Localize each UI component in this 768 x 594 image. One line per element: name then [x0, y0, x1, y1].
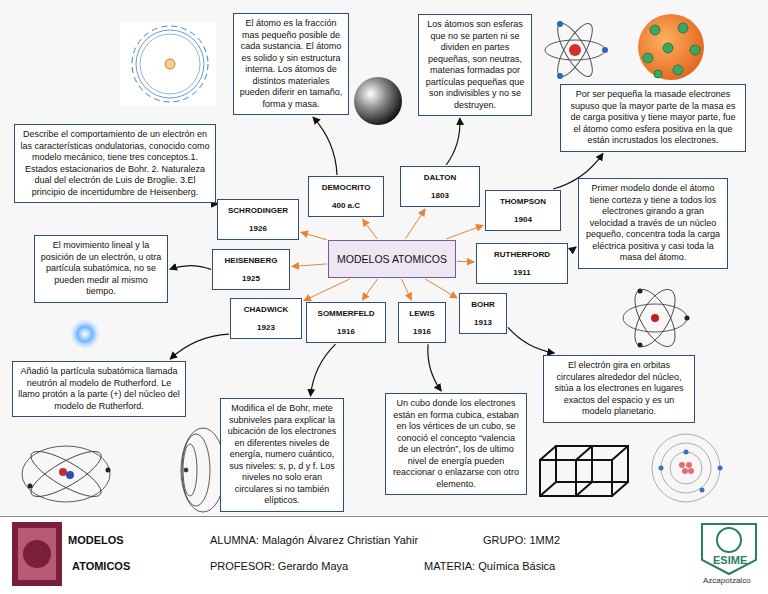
model-name: RUTHERFORD: [481, 250, 563, 260]
model-year: 1913: [464, 318, 502, 328]
node-text: Añadió la partícula subatómica llamada n…: [18, 366, 180, 412]
model-year: 1926: [222, 224, 294, 234]
node-text: Describe el comportamiento de un electró…: [20, 129, 210, 198]
wave-atom: [120, 22, 216, 106]
model-name: THOMPSON: [490, 197, 556, 207]
footer-band: [0, 516, 768, 594]
description-box: El electrón gira en orbitas circulares a…: [543, 355, 695, 423]
curved-arrow: [170, 334, 229, 359]
branch-arrow: [457, 261, 474, 263]
branch-arrow: [304, 279, 350, 301]
model-year: 1916: [403, 327, 441, 337]
model-name: LEWIS: [403, 309, 441, 319]
model-box: RUTHERFORD 1911: [476, 243, 568, 284]
curved-arrow: [569, 247, 576, 249]
branch-arrow: [446, 225, 483, 239]
model-box: SCHRODINGER 1926: [217, 199, 299, 240]
rutherford-atom: [623, 283, 690, 352]
branch-arrow: [405, 209, 425, 239]
branch-arrow: [363, 219, 378, 239]
model-year: 1916: [311, 327, 381, 337]
description-box: Por ser pequeña la masade electrones sup…: [560, 84, 746, 152]
description-box: Describe el comportamiento de un electró…: [14, 124, 216, 203]
logo-text: ESIME: [713, 554, 747, 566]
title-label: MODELOS: [68, 534, 124, 546]
model-year: 1911: [481, 268, 563, 278]
model-name: DEMOCRITO: [313, 183, 379, 193]
model-box: THOMPSON 1904: [485, 190, 561, 231]
curved-arrow: [313, 117, 337, 175]
elliptic-orbits: [181, 428, 225, 512]
plum-pudding: [638, 14, 704, 80]
branch-arrow: [401, 279, 411, 300]
model-year: 400 a.C: [313, 201, 379, 211]
curved-arrow: [170, 266, 211, 270]
model-name: SOMMERFELD: [311, 309, 381, 319]
description-box: Los átomos son esferas que no se parten …: [418, 14, 532, 116]
teacher-label: PROFESOR: Gerardo Maya: [210, 560, 348, 572]
title-label: ATOMICOS: [72, 560, 130, 572]
model-box: DALTON 1803: [400, 166, 480, 207]
model-name: HEISENBERG: [217, 256, 285, 266]
chadwick-atom: [22, 444, 111, 505]
node-text: MODELOS ATOMICOS: [335, 253, 449, 265]
description-box: El movimiento lineal y la posición de un…: [34, 235, 168, 303]
branch-arrow: [362, 279, 377, 300]
model-year: 1925: [217, 274, 285, 284]
central-topic: MODELOS ATOMICOS: [328, 240, 456, 278]
node-text: Primer modelo donde el átomo tiene corte…: [584, 183, 722, 264]
model-year: 1904: [490, 215, 556, 225]
esime-logo: [702, 524, 756, 574]
subject-label: MATERIA: Química Básica: [424, 560, 555, 572]
cube-lattice: [540, 446, 628, 496]
node-text: El movimiento lineal y la posición de un…: [40, 240, 162, 298]
curved-arrow: [310, 344, 335, 396]
description-box: El átomo es la fracción mas pequeño posi…: [233, 13, 349, 115]
curved-arrow: [428, 344, 441, 391]
node-text: Por ser pequeña la masade electrones sup…: [566, 89, 740, 147]
dalton-atom: [545, 19, 608, 81]
node-text: El átomo es la fracción mas pequeño posi…: [239, 18, 343, 110]
group-label: GRUPO: 1MM2: [483, 534, 560, 546]
description-box: Primer modelo donde el átomo tiene corte…: [578, 178, 728, 269]
solid-sphere: [354, 77, 402, 125]
model-box: SOMMERFELD 1916: [306, 302, 386, 343]
author-label: ALUMNA: Malagón Álvarez Christian Yahir: [210, 534, 418, 546]
node-text: Un cubo donde los electrones están en fo…: [391, 398, 521, 490]
node-text: Modifica el de Bohr, mete subniveles par…: [226, 403, 338, 507]
model-name: SCHRODINGER: [222, 206, 294, 216]
description-box: Modifica el de Bohr, mete subniveles par…: [220, 398, 344, 512]
model-name: DALTON: [405, 173, 475, 183]
model-year: 1803: [405, 191, 475, 201]
description-box: Un cubo donde los electrones están en fo…: [385, 393, 527, 495]
electron-cloud: [70, 319, 100, 349]
model-box: HEISENBERG 1925: [212, 249, 290, 290]
model-box: LEWIS 1916: [398, 302, 446, 343]
curved-arrow: [508, 327, 554, 353]
model-year: 1923: [235, 323, 297, 333]
description-box: Añadió la partícula subatómica llamada n…: [12, 361, 186, 417]
bohr-atom: [652, 434, 723, 502]
logo-text: Azcapotzalco: [703, 576, 751, 585]
model-name: CHADWICK: [235, 305, 297, 315]
node-text: Los átomos son esferas que no se parten …: [424, 19, 526, 111]
branch-arrow: [425, 279, 457, 298]
branch-arrow: [292, 264, 327, 267]
node-text: El electrón gira en orbitas circulares a…: [549, 360, 689, 418]
curved-arrow: [446, 118, 460, 165]
model-name: BOHR: [464, 300, 502, 310]
model-box: DEMOCRITO 400 a.C: [308, 176, 384, 217]
branch-arrow: [301, 232, 327, 240]
model-box: BOHR 1913: [459, 293, 507, 334]
ipn-logo: [12, 522, 62, 586]
model-box: CHADWICK 1923: [230, 298, 302, 339]
